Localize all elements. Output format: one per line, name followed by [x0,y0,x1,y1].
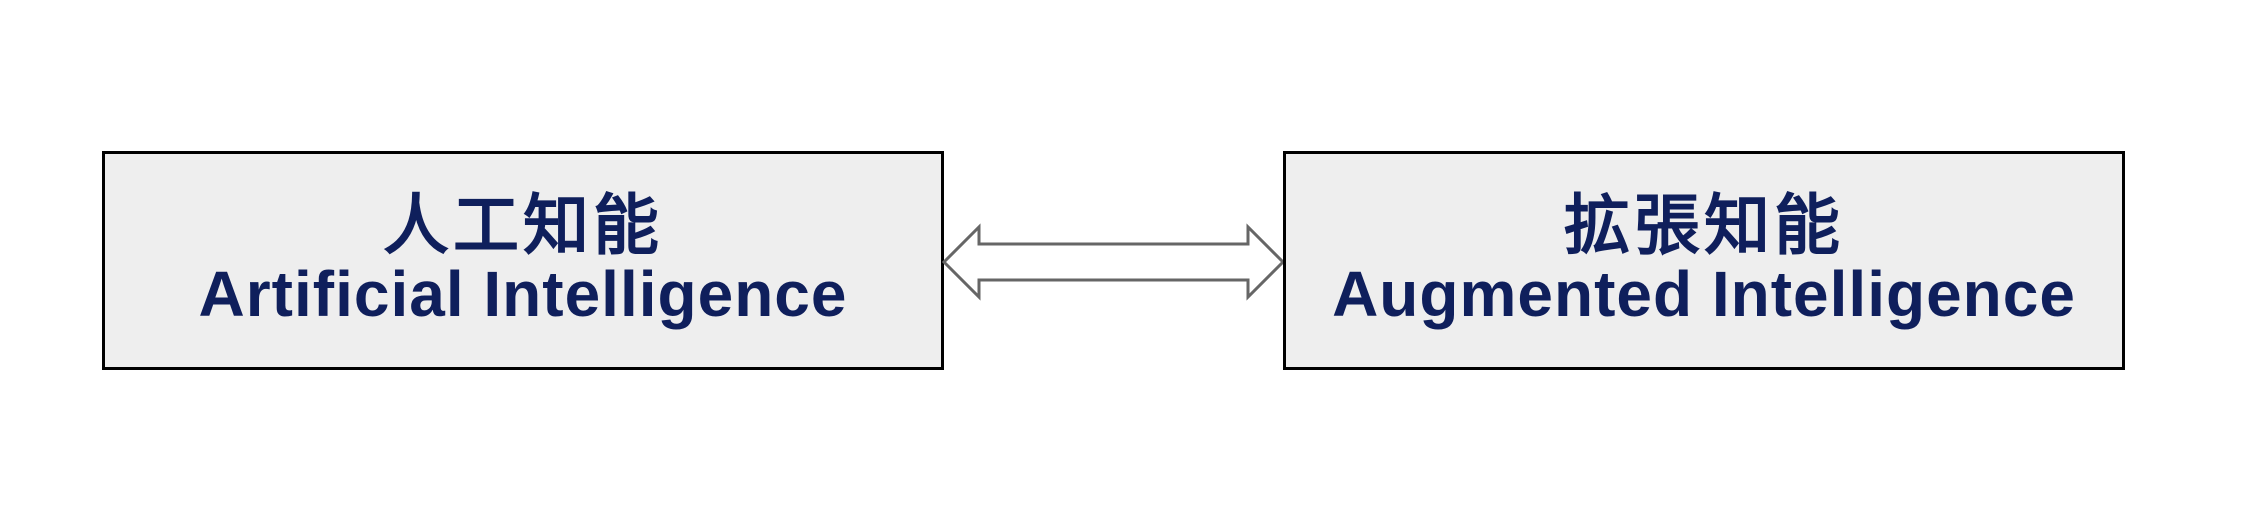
node-label-jp: 人工知能 [383,187,663,265]
node-augmented-intelligence: 拡張知能 Augmented Intelligence [1283,151,2125,370]
node-artificial-intelligence: 人工知能 Artificial Intelligence [102,151,944,370]
node-label-en: Artificial Intelligence [198,257,848,330]
double-arrow-shape [941,223,1286,301]
node-label-jp: 拡張知能 [1564,187,1844,265]
node-label-en: Augmented Intelligence [1332,257,2076,330]
